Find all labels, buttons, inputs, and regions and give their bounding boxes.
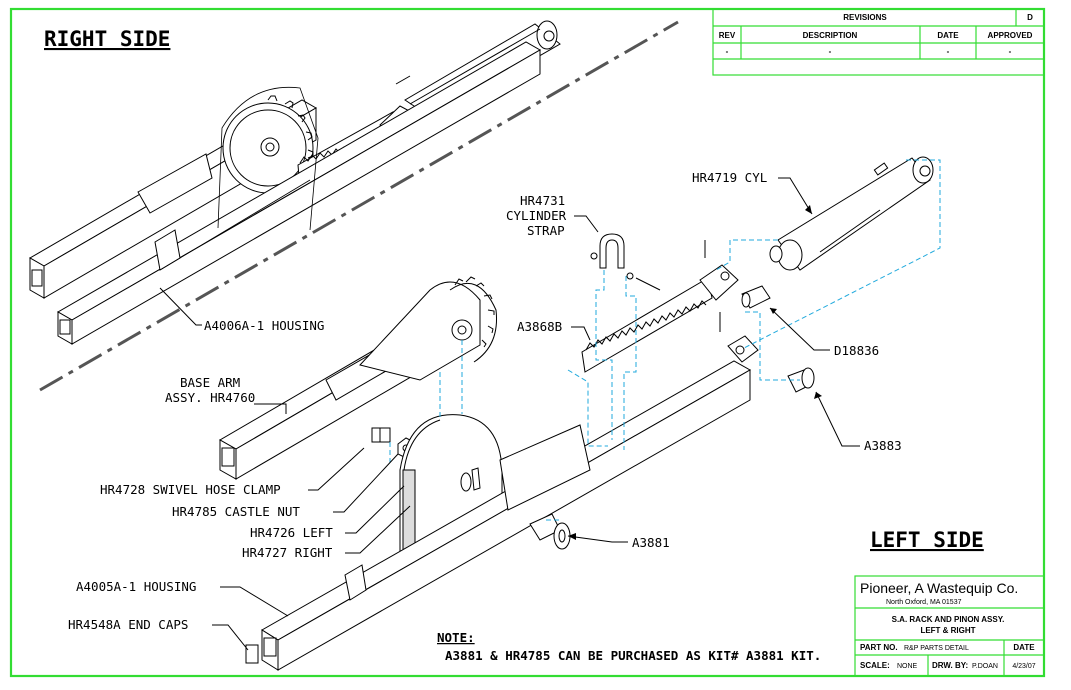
title-block-date-value: 4/23/07 [1012,663,1035,670]
label-a3881: A3881 [632,535,670,550]
revisions-title: REVISIONS [843,13,887,22]
title-block-location: North Oxford, MA 01537 [886,599,962,606]
label-base-arm-line1: BASE ARM [180,375,240,390]
label-base-arm-line2: ASSY. HR4760 [165,390,255,405]
leaders [212,177,860,651]
revisions-letter: D [1027,13,1033,22]
leader-arrowheads [568,205,822,540]
label-hr4548a-end-caps: HR4548A END CAPS [68,617,188,632]
sheet-border [9,7,1046,678]
section-divider-centerline [39,20,679,392]
revisions-row-date: - [947,47,950,56]
title-block-part-no-value: R&P PARTS DETAIL [904,645,969,652]
revisions-row-description: - [829,47,832,56]
revisions-col-rev: REV [719,31,736,40]
rack-a3868b [581,264,739,373]
assembly-hidden-lines [389,159,941,521]
label-hr4785: HR4785 CASTLE NUT [172,504,300,519]
title-block-part-no-label: PART NO. [860,643,898,652]
end-cap-hr4548a [245,644,259,664]
title-block [854,575,1045,677]
label-hr4727: HR4727 RIGHT [242,545,333,560]
title-block-drawn-by-label: DRW. BY: [932,661,968,670]
leader-a4006a [159,287,202,326]
title-block-scale-label: SCALE: [860,661,890,670]
label-d18836: D18836 [834,343,879,358]
pin-a3883 [787,367,815,393]
revisions-row-rev: - [726,47,729,56]
cylinder-strap-hr4731 [590,233,634,280]
axle-a3881 [529,513,571,550]
label-hr4726: HR4726 LEFT [250,525,333,540]
hose-clamp-hr4728 [371,427,391,443]
label-hr4731-line2: CYLINDER [506,208,567,223]
title-block-drawn-by-value: P.DOAN [972,663,998,670]
cylinder-hr4719 [769,156,934,271]
pin-d18836 [741,285,771,309]
heading-right-side: RIGHT SIDE [44,27,170,51]
label-hr4719-cyl: HR4719 CYL [692,170,767,185]
title-block-title-line1: S.A. RACK AND PINON ASSY. [892,615,1005,624]
label-hr4728: HR4728 SWIVEL HOSE CLAMP [100,482,281,497]
heading-left-side: LEFT SIDE [870,528,984,552]
title-block-date-label: DATE [1013,643,1035,652]
revisions-col-approved: APPROVED [988,31,1033,40]
right-side-assembly [28,20,561,345]
title-block-scale-value: NONE [897,663,918,670]
label-a3883: A3883 [864,438,902,453]
note-title: NOTE: [437,630,475,645]
revisions-row-approved: - [1009,47,1012,56]
revisions-col-date: DATE [937,31,959,40]
label-hr4731-line1: HR4731 [520,193,565,208]
label-a4005a-housing: A4005A-1 HOUSING [76,579,196,594]
revisions-col-description: DESCRIPTION [803,31,858,40]
housing-a4005a [261,335,759,671]
label-hr4731-line3: STRAP [527,223,565,238]
label-a3868b: A3868B [517,319,562,334]
base-arm-hr4760 [218,276,498,480]
title-block-title-line2: LEFT & RIGHT [920,626,975,635]
screws [635,240,721,332]
label-a4006a-housing: A4006A-1 HOUSING [204,318,324,333]
revisions-table [712,8,1045,76]
title-block-company: Pioneer, A Wastequip Co. [860,580,1018,596]
note-text: A3881 & HR4785 CAN BE PURCHASED AS KIT# … [445,648,821,663]
